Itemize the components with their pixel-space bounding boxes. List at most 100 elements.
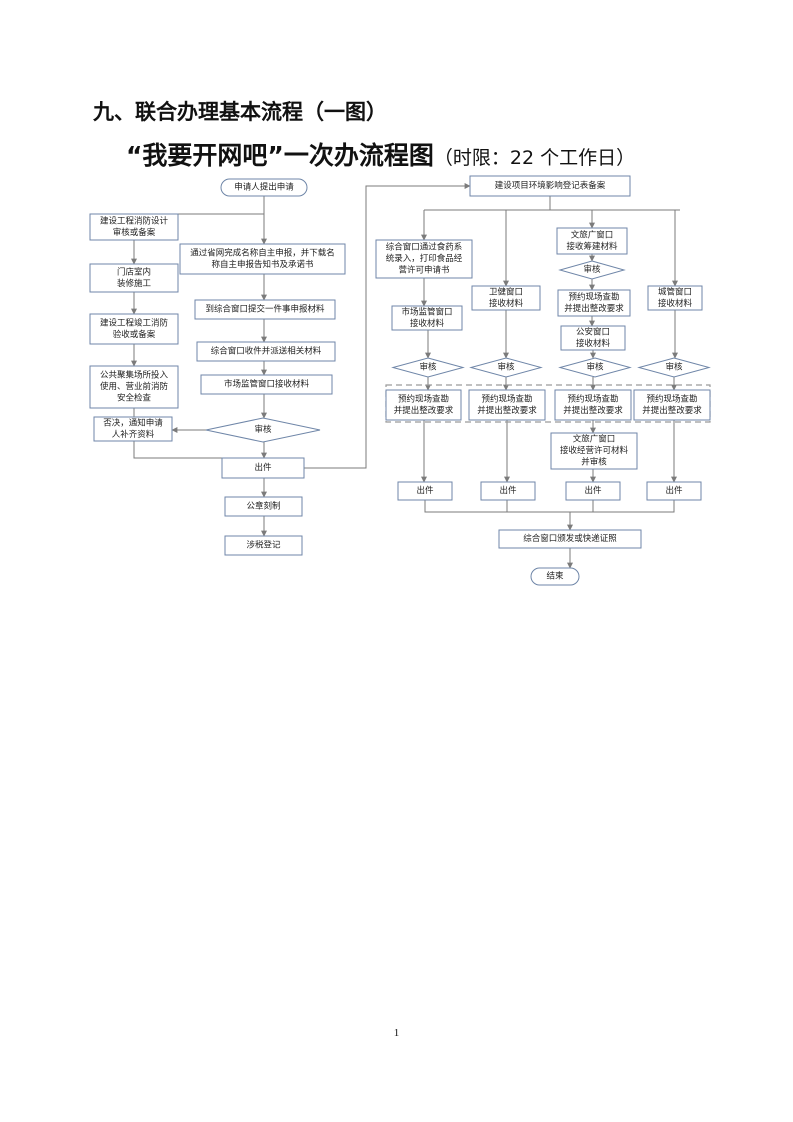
node-issue-main: 出件 — [221, 457, 305, 479]
node-label: 综合窗口通过食药系 — [386, 242, 463, 253]
node-label: 预约现场查勘 — [398, 393, 449, 404]
node-shape — [557, 289, 631, 317]
node-label: 综合窗口收件并派送相关材料 — [211, 346, 322, 357]
time-limit-note: （时限：22 个工作日） — [433, 147, 636, 169]
node-final-issue: 综合窗口颁发或快递证照 — [498, 529, 642, 549]
node-label: 卫健窗口 — [489, 286, 523, 297]
node-label: 出件 — [584, 485, 602, 496]
page-number: 1 — [393, 1027, 400, 1039]
flowchart-nodes: 申请人提出申请建设工程消防设计审核或备案通过省网完成名称自主申报，并下载名称自主… — [89, 175, 711, 586]
connector-38 — [424, 500, 675, 513]
node-label: 文旅广窗口 — [571, 229, 614, 240]
node-label: 公章刻制 — [246, 501, 280, 512]
node-shape — [480, 481, 536, 501]
node-label: 出件 — [416, 485, 434, 496]
connector-lines — [131, 183, 680, 569]
node-shape — [633, 389, 711, 421]
section-heading: 九、联合办理基本流程（一图） — [93, 100, 387, 124]
node-label: 涉税登记 — [246, 540, 281, 551]
node-shape — [530, 567, 580, 586]
node-label: 出件 — [499, 485, 517, 496]
node-shape — [224, 496, 303, 517]
node-label: 审核 — [583, 264, 601, 275]
node-issue-c3: 出件 — [565, 481, 621, 501]
node-shape — [468, 389, 546, 421]
node-label: 文旅广窗口 — [573, 434, 616, 445]
node-market-window2: 市场监管窗口接收材料 — [391, 305, 463, 331]
node-label: 到综合窗口提交一件事申报材料 — [205, 304, 325, 315]
node-shape — [469, 357, 543, 378]
node-label: 出件 — [254, 462, 272, 473]
node-label: 审核 — [665, 362, 683, 373]
node-label: 预约现场查勘 — [568, 291, 619, 302]
node-label: 接收材料 — [410, 318, 445, 329]
node-review-c4: 审核 — [637, 357, 711, 378]
node-shape — [560, 325, 626, 351]
node-market-receive: 市场监管窗口接收材料 — [200, 374, 333, 395]
node-shape — [221, 457, 305, 479]
node-submit-one: 到综合窗口提交一件事申报材料 — [194, 299, 336, 320]
node-label: 预约现场查勘 — [481, 393, 532, 404]
node-shape — [637, 357, 711, 378]
node-shape — [89, 365, 179, 409]
node-label: 使用、营业前消防 — [100, 381, 169, 392]
node-shape — [375, 239, 473, 279]
node-label: 建设工程消防设计 — [100, 215, 169, 226]
node-shape — [89, 263, 179, 293]
node-label: 并审核 — [581, 457, 607, 468]
node-label: 接收材料 — [576, 338, 611, 349]
node-shape — [196, 341, 336, 362]
node-shape — [391, 305, 463, 331]
node-shape — [558, 357, 632, 378]
node-label: 接收筹建材料 — [566, 241, 618, 252]
node-shape — [558, 260, 626, 280]
node-label: 审核 — [419, 362, 437, 373]
node-label: 建设项目环境影响登记表备案 — [495, 180, 606, 191]
node-label: 建设工程竣工消防 — [100, 317, 169, 328]
flowchart-title-text: “我要开网吧”一次办流程图 — [126, 141, 434, 170]
node-label: 并提出整改要求 — [563, 405, 623, 416]
node-label: 接收材料 — [658, 298, 693, 309]
node-label: 预约现场查勘 — [567, 393, 618, 404]
node-issue-c4: 出件 — [646, 481, 702, 501]
node-label: 市场监管窗口接收材料 — [224, 379, 310, 390]
node-label: 否决，通知申请 — [103, 417, 163, 428]
node-culture-review1: 审核 — [558, 260, 626, 280]
node-shape — [205, 417, 321, 443]
node-label: 综合窗口颁发或快递证照 — [523, 533, 617, 544]
node-shape — [469, 175, 631, 197]
node-label: 公安窗口 — [576, 326, 610, 337]
node-label: 市场监管窗口 — [401, 306, 452, 317]
node-shape — [556, 227, 628, 255]
node-review-c2: 审核 — [469, 357, 543, 378]
node-label: 人补齐资料 — [112, 429, 155, 440]
node-label: 并提出整改要求 — [642, 405, 702, 416]
node-shape — [550, 432, 638, 470]
node-issue-c2: 出件 — [480, 481, 536, 501]
node-shape — [89, 313, 179, 345]
node-label: 并提出整改要求 — [564, 303, 624, 314]
node-receive-dispatch: 综合窗口收件并派送相关材料 — [196, 341, 336, 362]
node-label: 统录入，打印食品经 — [386, 253, 463, 264]
node-shape — [93, 416, 173, 442]
node-label: 门店室内 — [117, 266, 151, 277]
node-label: 接收经营许可材料 — [560, 445, 629, 456]
node-shape — [471, 285, 541, 311]
node-shape — [554, 389, 632, 421]
node-label: 审核 — [497, 362, 515, 373]
